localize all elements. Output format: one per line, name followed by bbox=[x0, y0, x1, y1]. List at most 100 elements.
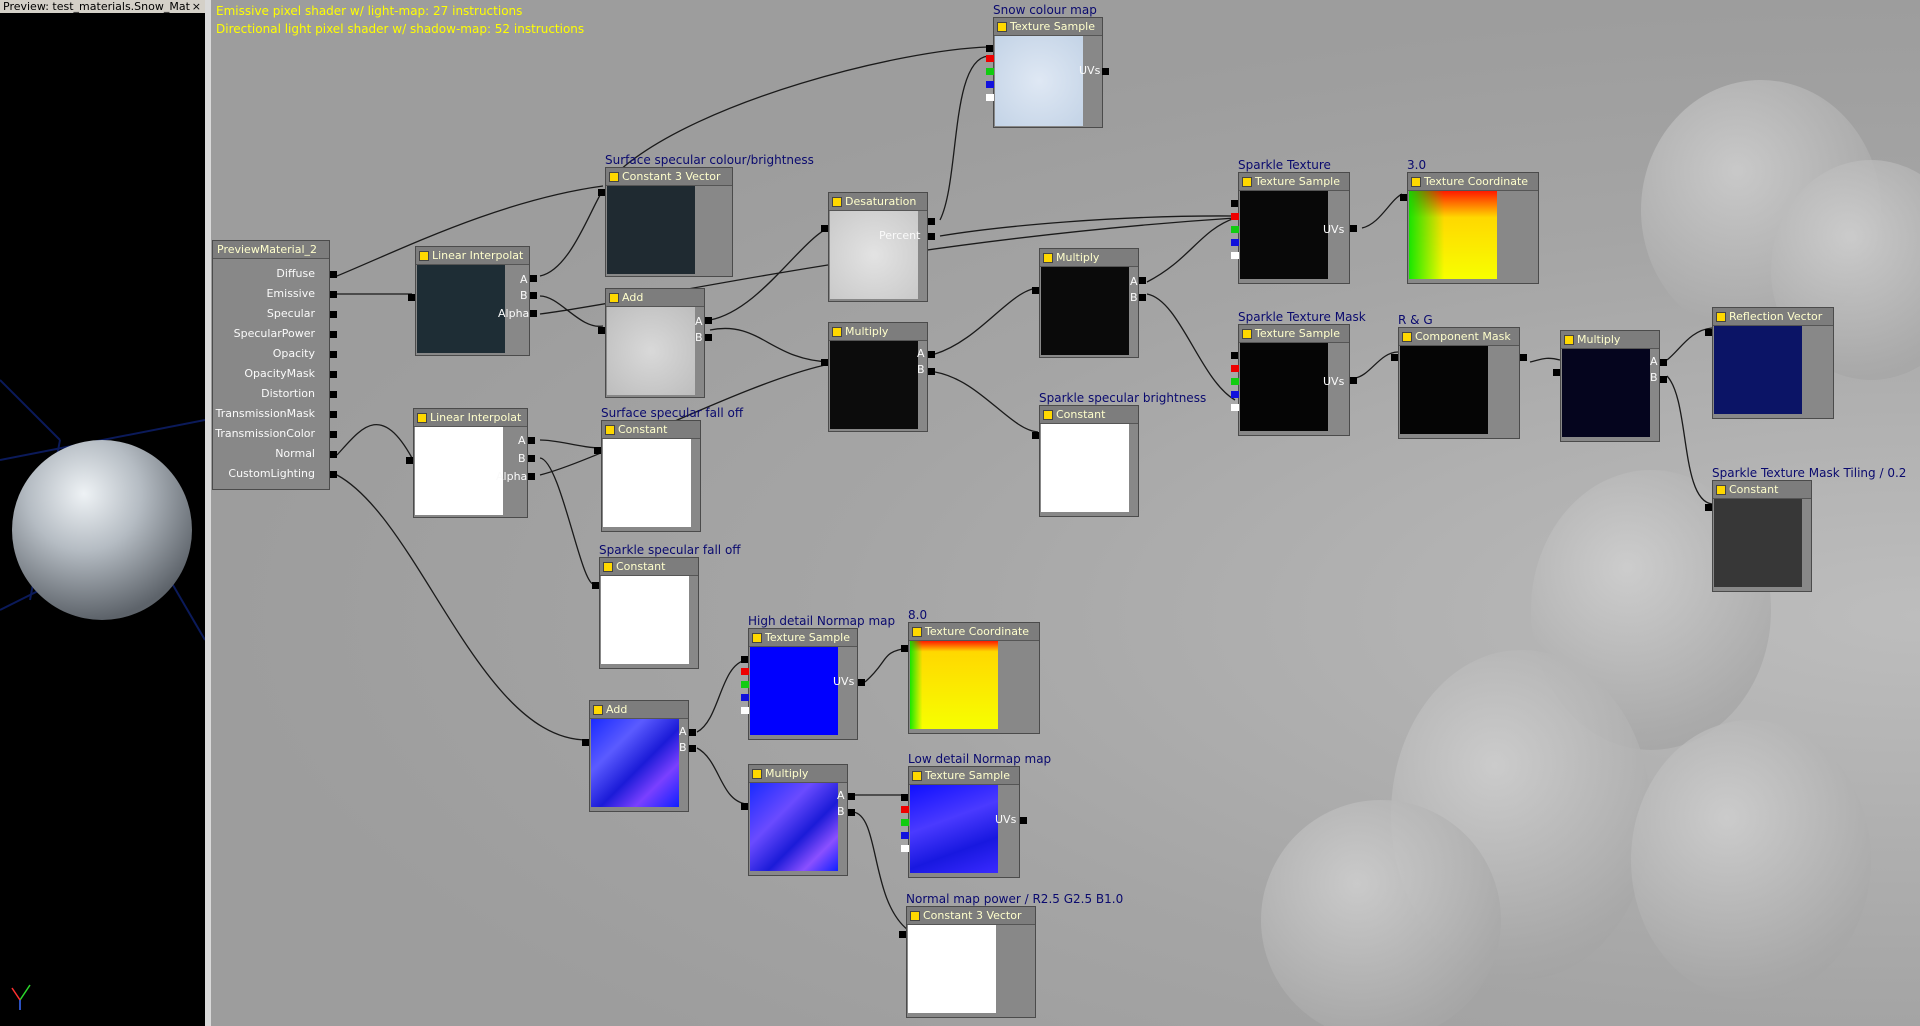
input-pin-b[interactable] bbox=[848, 809, 855, 816]
node-header[interactable]: Texture Sample bbox=[749, 629, 857, 647]
material-root-title[interactable]: PreviewMaterial_2 bbox=[213, 241, 329, 259]
input-pin[interactable] bbox=[928, 218, 935, 225]
node-header[interactable]: Linear Interpolat bbox=[414, 409, 527, 427]
output-pin[interactable] bbox=[1032, 287, 1039, 294]
output-pin[interactable] bbox=[1391, 354, 1398, 361]
collapse-toggle-icon[interactable] bbox=[603, 562, 613, 572]
collapse-toggle-icon[interactable] bbox=[832, 327, 842, 337]
material-input-pin[interactable] bbox=[330, 331, 337, 338]
collapse-toggle-icon[interactable] bbox=[912, 771, 922, 781]
node-multiply-normal[interactable]: Multiply A B bbox=[741, 764, 855, 876]
material-input-transmissioncolor[interactable]: TransmissionColor bbox=[211, 426, 337, 442]
input-pin-a[interactable] bbox=[848, 793, 855, 800]
output-pin[interactable] bbox=[986, 45, 993, 52]
node-low-detail-normal[interactable]: Texture Sample UVs bbox=[901, 766, 1027, 878]
node-sparkle-specular-brightness[interactable]: Constant bbox=[1032, 405, 1139, 517]
output-pin[interactable] bbox=[598, 189, 605, 196]
node-header[interactable]: Texture Sample bbox=[1239, 173, 1349, 191]
node-texcoord-30[interactable]: Texture Coordinate bbox=[1400, 172, 1539, 284]
material-input-pin[interactable] bbox=[330, 291, 337, 298]
collapse-toggle-icon[interactable] bbox=[1402, 332, 1412, 342]
input-pin-alpha[interactable] bbox=[530, 310, 537, 317]
node-header[interactable]: Multiply bbox=[749, 765, 847, 783]
collapse-toggle-icon[interactable] bbox=[910, 911, 920, 921]
output-pin-green[interactable] bbox=[1231, 226, 1239, 233]
input-pin-a[interactable] bbox=[528, 437, 535, 444]
output-pin[interactable] bbox=[901, 645, 908, 652]
input-pin-percent[interactable] bbox=[928, 233, 935, 240]
output-pin-alpha[interactable] bbox=[986, 94, 994, 101]
material-input-pin[interactable] bbox=[330, 451, 337, 458]
collapse-toggle-icon[interactable] bbox=[609, 293, 619, 303]
material-preview-viewport[interactable]: Preview: test_materials.Snow_Mat × bbox=[0, 0, 205, 1026]
input-pin-a[interactable] bbox=[530, 275, 537, 282]
node-header[interactable]: Desaturation bbox=[829, 193, 927, 211]
node-multiply-sparkle[interactable]: Multiply A B bbox=[1032, 248, 1146, 358]
node-normal-map-power[interactable]: Constant 3 Vector bbox=[899, 906, 1036, 1018]
collapse-toggle-icon[interactable] bbox=[1716, 485, 1726, 495]
input-pin-a[interactable] bbox=[705, 317, 712, 324]
node-snow-colour-map[interactable]: Texture Sample UVs bbox=[986, 17, 1109, 128]
material-input-pin[interactable] bbox=[330, 371, 337, 378]
output-pin-alpha[interactable] bbox=[1231, 252, 1239, 259]
node-lerp-top[interactable]: Linear Interpolat A B Alpha bbox=[408, 246, 537, 356]
node-sparkle-texture[interactable]: Texture Sample UVs bbox=[1231, 172, 1357, 284]
output-pin[interactable] bbox=[1231, 200, 1238, 207]
output-pin[interactable] bbox=[741, 803, 748, 810]
node-lerp-bottom[interactable]: Linear Interpolat A B Alpha bbox=[406, 408, 535, 518]
output-pin-alpha[interactable] bbox=[1231, 404, 1239, 411]
output-pin-red[interactable] bbox=[1231, 365, 1239, 372]
material-input-pin[interactable] bbox=[330, 411, 337, 418]
material-input-pin[interactable] bbox=[330, 311, 337, 318]
input-pin-b[interactable] bbox=[928, 368, 935, 375]
collapse-toggle-icon[interactable] bbox=[1716, 312, 1726, 322]
node-header[interactable]: Add bbox=[606, 289, 704, 307]
node-component-mask[interactable]: Component Mask bbox=[1391, 327, 1527, 439]
node-header[interactable]: Constant 3 Vector bbox=[907, 907, 1035, 925]
output-pin-blue[interactable] bbox=[1231, 391, 1239, 398]
input-pin-a[interactable] bbox=[1660, 359, 1667, 366]
input-pin-b[interactable] bbox=[530, 292, 537, 299]
collapse-toggle-icon[interactable] bbox=[1564, 335, 1574, 345]
output-pin[interactable] bbox=[1705, 504, 1712, 511]
node-header[interactable]: Constant bbox=[1713, 481, 1811, 499]
output-pin[interactable] bbox=[901, 794, 908, 801]
node-header[interactable]: Texture Coordinate bbox=[909, 623, 1039, 641]
input-pin-b[interactable] bbox=[1139, 294, 1146, 301]
output-pin-red[interactable] bbox=[901, 806, 909, 813]
collapse-toggle-icon[interactable] bbox=[1242, 329, 1252, 339]
node-header[interactable]: Constant bbox=[1040, 406, 1138, 424]
node-texcoord-80[interactable]: Texture Coordinate bbox=[901, 622, 1040, 734]
output-pin-blue[interactable] bbox=[986, 81, 994, 88]
node-reflection-vector[interactable]: Reflection Vector bbox=[1705, 307, 1834, 419]
collapse-toggle-icon[interactable] bbox=[1043, 253, 1053, 263]
output-pin[interactable] bbox=[1231, 352, 1238, 359]
output-pin[interactable] bbox=[1032, 432, 1039, 439]
output-pin-green[interactable] bbox=[741, 681, 749, 688]
input-pin-uvs[interactable] bbox=[1350, 377, 1357, 384]
input-pin-uvs[interactable] bbox=[858, 679, 865, 686]
output-pin-red[interactable] bbox=[986, 55, 994, 62]
collapse-toggle-icon[interactable] bbox=[1242, 177, 1252, 187]
node-high-detail-normal[interactable]: Texture Sample UVs bbox=[741, 628, 865, 740]
node-multiply-mid[interactable]: Multiply A B bbox=[821, 322, 935, 432]
collapse-toggle-icon[interactable] bbox=[752, 769, 762, 779]
node-surface-specular-falloff[interactable]: Constant bbox=[594, 420, 701, 532]
node-header[interactable]: Texture Sample bbox=[1239, 325, 1349, 343]
collapse-toggle-icon[interactable] bbox=[912, 627, 922, 637]
output-pin-blue[interactable] bbox=[901, 832, 909, 839]
input-pin-a[interactable] bbox=[1139, 277, 1146, 284]
output-pin-green[interactable] bbox=[986, 68, 994, 75]
output-pin[interactable] bbox=[592, 582, 599, 589]
output-pin[interactable] bbox=[598, 327, 605, 334]
node-sparkle-mask-tiling[interactable]: Constant bbox=[1705, 480, 1812, 592]
output-pin[interactable] bbox=[582, 739, 589, 746]
node-header[interactable]: Texture Sample bbox=[909, 767, 1019, 785]
collapse-toggle-icon[interactable] bbox=[832, 197, 842, 207]
node-header[interactable]: Multiply bbox=[1040, 249, 1138, 267]
output-pin[interactable] bbox=[821, 359, 828, 366]
node-header[interactable]: Texture Sample bbox=[994, 18, 1102, 36]
collapse-toggle-icon[interactable] bbox=[605, 425, 615, 435]
close-icon[interactable]: × bbox=[191, 0, 201, 13]
